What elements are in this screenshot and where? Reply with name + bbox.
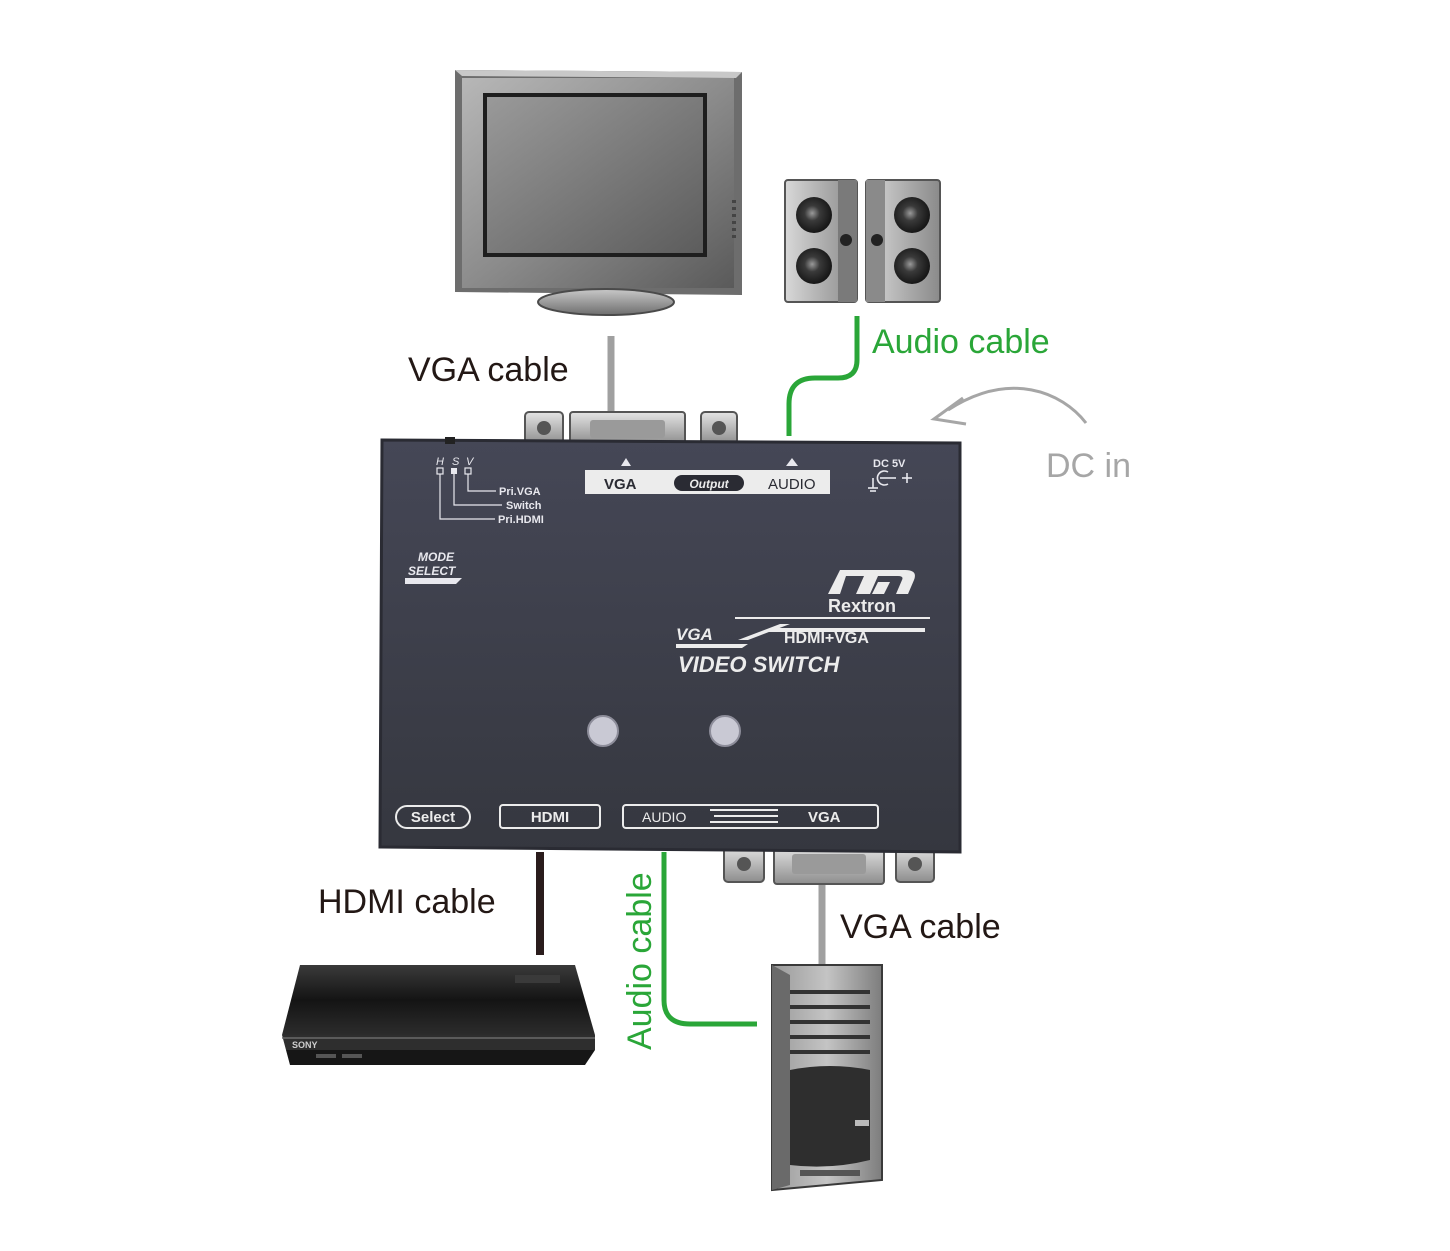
audio-cable-bottom-label: Audio cable bbox=[621, 872, 659, 1050]
sony-brand-label: SONY bbox=[292, 1040, 318, 1050]
mode-v-label: V bbox=[466, 456, 475, 468]
select-button[interactable]: Select bbox=[395, 805, 471, 829]
audio-cable-bottom-line bbox=[661, 852, 757, 1027]
product-hdmi-vga-label: HDMI+VGA bbox=[784, 630, 869, 647]
port-audio-label: AUDIO bbox=[642, 809, 686, 825]
output-audio-label: AUDIO bbox=[768, 476, 816, 493]
top-connectors bbox=[524, 411, 738, 445]
audio-cable-top-line bbox=[786, 316, 860, 436]
dc-in-arrow bbox=[930, 386, 1088, 426]
dc-5v-label: DC 5V bbox=[873, 458, 906, 470]
led-vga-indicator bbox=[709, 715, 741, 747]
vga-cable-bottom-label: VGA cable bbox=[840, 908, 1001, 946]
rextron-brand-label: Rextron bbox=[828, 596, 896, 616]
select-button-label: Select bbox=[411, 809, 455, 826]
led-hdmi-indicator bbox=[587, 715, 619, 747]
bottom-connectors bbox=[723, 845, 935, 885]
pri-vga-label: Pri.VGA bbox=[499, 486, 541, 498]
output-label: Output bbox=[689, 477, 729, 491]
vga-cable-top-label: VGA cable bbox=[408, 351, 569, 389]
game-console-icon: SONY bbox=[282, 965, 595, 1065]
dc-in-label: DC in bbox=[1046, 447, 1131, 485]
port-vga-label: VGA bbox=[808, 809, 841, 826]
pc-tower-icon bbox=[771, 964, 883, 1192]
product-vga-label: VGA bbox=[676, 625, 713, 644]
mode-h-label: H bbox=[436, 456, 444, 468]
speakers-icon bbox=[784, 179, 941, 303]
output-vga-label: VGA bbox=[604, 476, 637, 493]
monitor-icon bbox=[455, 70, 742, 316]
hdmi-cable-label: HDMI cable bbox=[318, 883, 496, 921]
rextron-logo: Rextron bbox=[828, 570, 915, 616]
mode-s-label: S bbox=[452, 456, 460, 468]
dc-polarity-icon bbox=[868, 470, 912, 492]
mode-select-label-1: MODE bbox=[418, 550, 455, 564]
mode-select-label-2: SELECT bbox=[408, 564, 457, 578]
audio-cable-top-label: Audio cable bbox=[872, 323, 1050, 361]
port-hdmi-label: HDMI bbox=[531, 809, 569, 826]
video-switch-device: H S V Pri.VGA Switch Pri.HDMI MODE SELEC… bbox=[378, 437, 962, 854]
switch-label: Switch bbox=[506, 500, 542, 512]
mode-indicators: H S V bbox=[436, 456, 475, 468]
product-title: VIDEO SWITCH bbox=[678, 652, 840, 677]
pri-hdmi-label: Pri.HDMI bbox=[498, 514, 544, 526]
